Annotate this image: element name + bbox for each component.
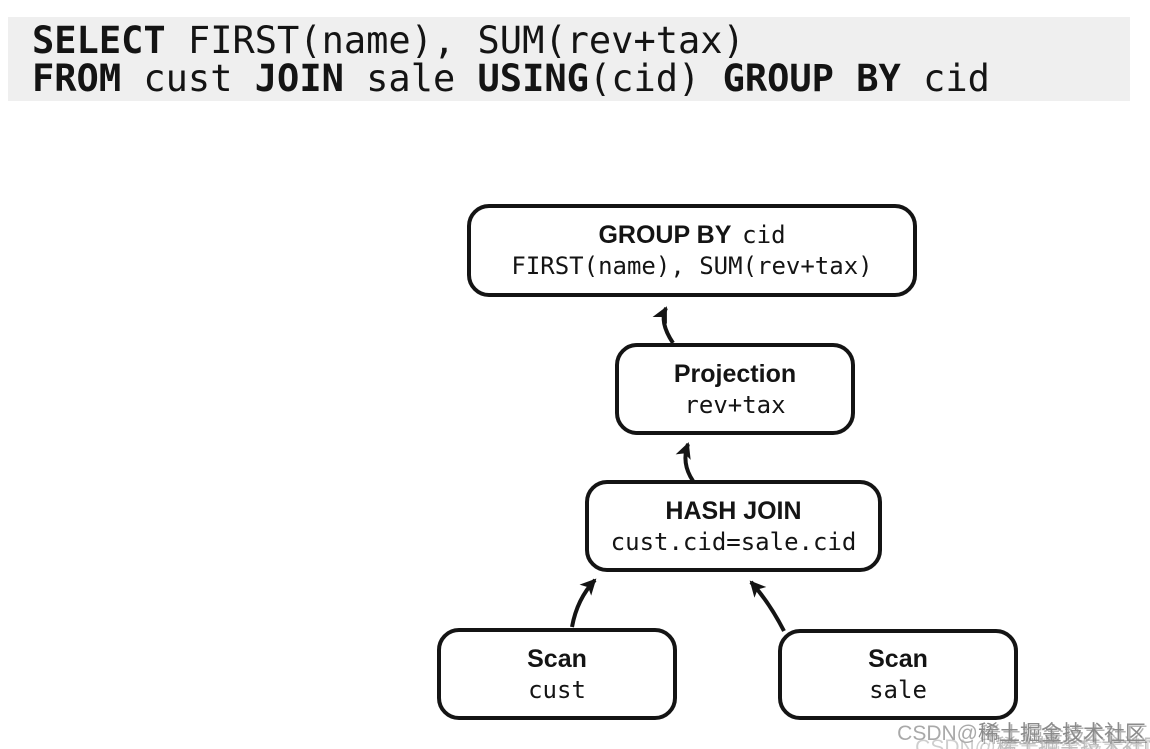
plan-node-projection-title: Projection (673, 359, 797, 388)
sql-text: sale (343, 57, 478, 100)
plan-node-projection: Projection rev+tax (615, 343, 855, 435)
sql-text: (cid) (588, 57, 723, 100)
plan-node-group-by-detail: FIRST(name), SUM(rev+tax) (511, 252, 873, 280)
sql-text: cid (900, 57, 990, 100)
sql-keyword: USING (477, 57, 589, 100)
plan-node-scan-cust-detail: cust (528, 675, 586, 704)
group-by-arg: cid (742, 221, 786, 249)
plan-node-hash-join: HASH JOIN cust.cid=sale.cid (585, 480, 882, 572)
watermark: CSDN@稀土掘金技术社区 (897, 723, 1146, 745)
edge-arrow-scansale-to-hashjoin (749, 580, 786, 632)
plan-node-scan-sale-title: Scan (868, 645, 928, 673)
sql-line-2: FROM cust JOIN sale USING(cid) GROUP BY … (32, 60, 1130, 98)
sql-keyword: GROUP BY (722, 57, 901, 100)
sql-keyword: FROM (32, 57, 122, 100)
sql-keyword: SELECT (32, 19, 166, 62)
edge-arrow-scancust-to-hashjoin (570, 578, 597, 628)
watermark-cn-text: 稀土掘金技术社区 (978, 722, 1146, 745)
watermark-prefix: CSDN@ (915, 736, 996, 749)
sql-text: FIRST(name), SUM(rev+tax) (165, 19, 745, 62)
sql-keyword: JOIN (254, 57, 344, 100)
sql-text: cust (121, 57, 255, 100)
plan-node-scan-sale-detail: sale (869, 676, 927, 704)
watermark-prefix: CSDN@ (897, 722, 978, 745)
group-by-label: GROUP BY (598, 221, 732, 249)
plan-node-scan-sale: Scan sale (778, 629, 1018, 720)
plan-node-scan-cust-title: Scan (527, 644, 587, 673)
edge-arrow-hashjoin-to-projection (675, 442, 695, 483)
sql-line-1: SELECT FIRST(name), SUM(rev+tax) (32, 22, 1130, 60)
watermark-cn-text: 稀土掘金技术社区 (996, 736, 1150, 749)
plan-node-group-by: GROUP BY cid FIRST(name), SUM(rev+tax) (467, 204, 917, 297)
edge-arrow-projection-to-groupby (652, 306, 675, 345)
plan-node-hash-join-detail: cust.cid=sale.cid (610, 527, 857, 556)
plan-node-group-by-title: GROUP BY cid (598, 222, 785, 248)
plan-node-hash-join-title: HASH JOIN (665, 496, 802, 525)
sql-code-block: SELECT FIRST(name), SUM(rev+tax) FROM cu… (8, 17, 1130, 101)
plan-node-scan-cust: Scan cust (437, 628, 677, 720)
plan-node-projection-detail: rev+tax (684, 390, 786, 419)
watermark-ghost: CSDN@稀土掘金技术社区 (915, 737, 1150, 749)
